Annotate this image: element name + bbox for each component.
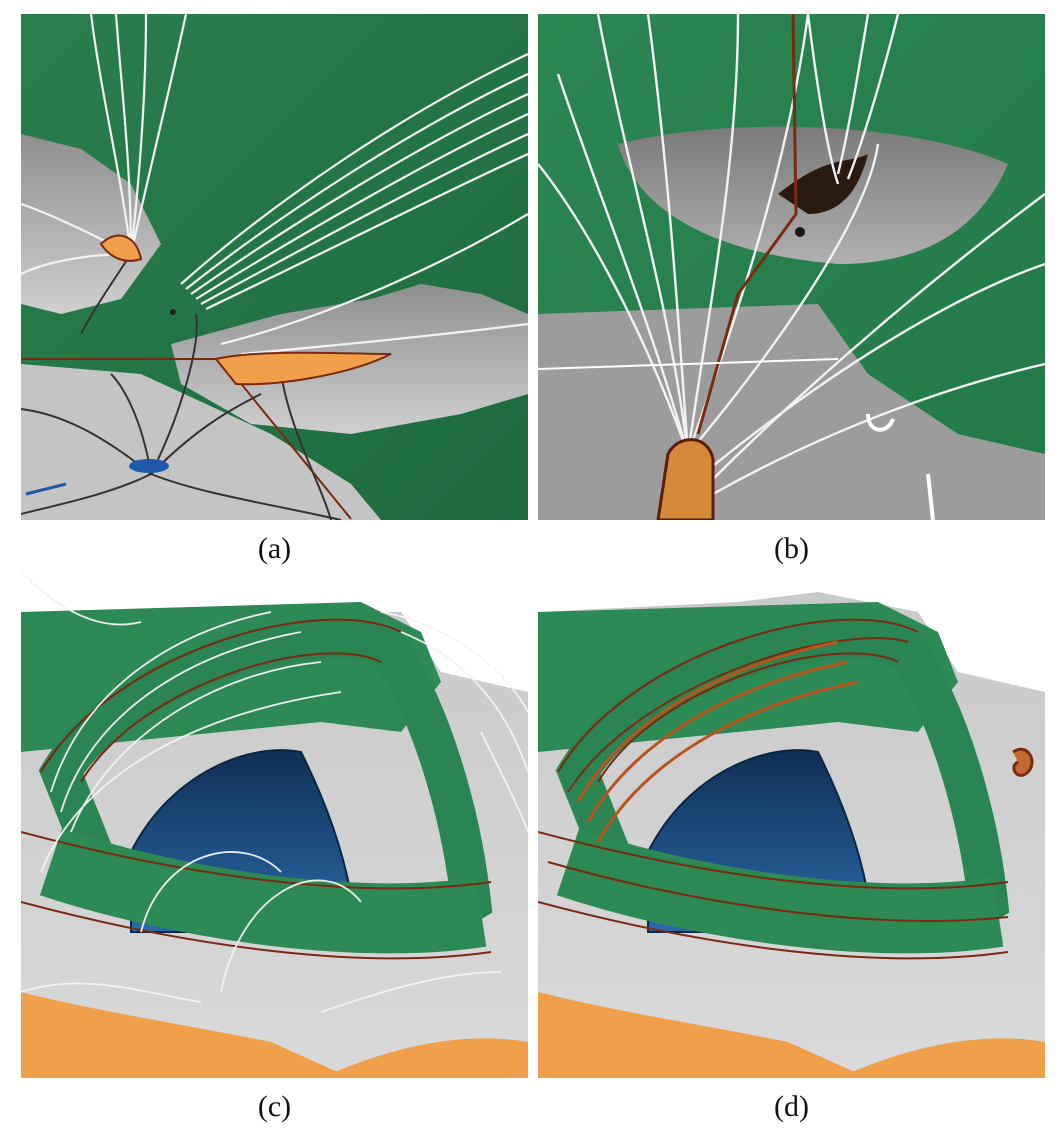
caption-c: (c) <box>257 1090 292 1123</box>
field-lines-dark <box>21 253 342 520</box>
gray-ground-region <box>21 134 161 314</box>
panel-a-image <box>21 14 528 520</box>
panel-d-image <box>538 572 1045 1078</box>
dark-patch <box>778 154 868 214</box>
panel-b-render <box>538 14 1045 520</box>
orange-region <box>538 992 868 1078</box>
orange-region <box>321 1038 528 1078</box>
panel-b-image <box>538 14 1045 520</box>
blue-patch <box>129 459 169 473</box>
field-lines-white <box>21 572 528 1013</box>
orange-streaks <box>576 640 859 843</box>
panel-c-render <box>21 572 528 1078</box>
orange-region <box>838 1038 1045 1078</box>
orange-region <box>21 992 351 1078</box>
ribbon-outlines <box>538 618 1009 960</box>
caption-d: (d) <box>774 1090 809 1123</box>
orange-patch <box>99 234 143 262</box>
ribbon-outlines <box>21 618 492 960</box>
panel-d-render <box>538 572 1045 1078</box>
panel-c-image <box>21 572 528 1078</box>
gray-ground-region <box>21 364 381 520</box>
orange-patch <box>656 438 715 520</box>
caption-b: (b) <box>774 532 809 565</box>
panel-a-render <box>21 14 528 520</box>
orange-patch <box>214 351 392 386</box>
caption-a: (a) <box>257 532 292 565</box>
